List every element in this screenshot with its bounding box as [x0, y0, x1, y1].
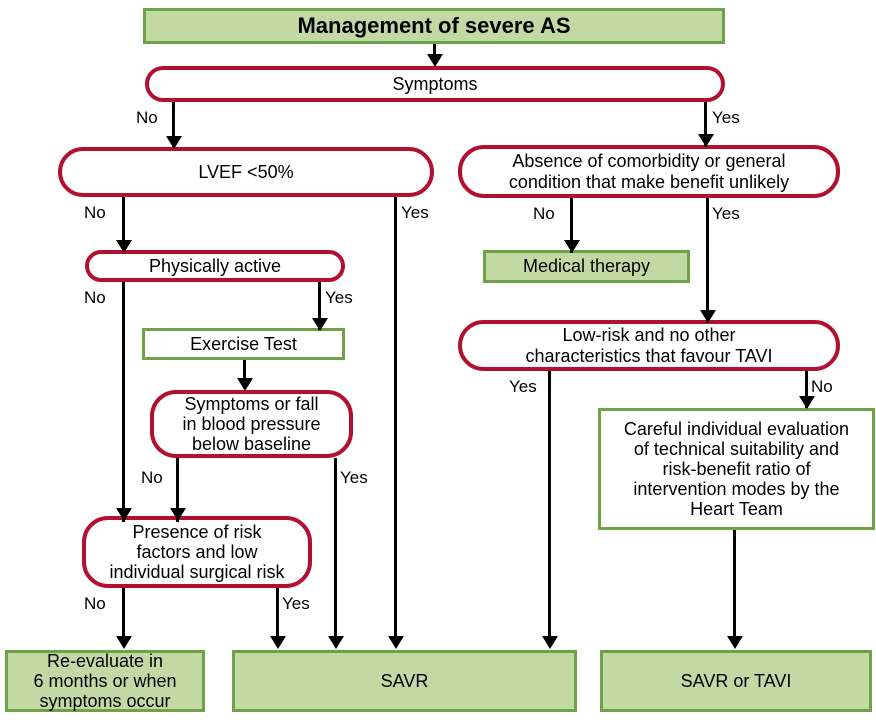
node-symptoms: Symptoms [145, 66, 725, 102]
arrowhead-low-risk-no [799, 396, 815, 409]
arrowhead-presence-yes [270, 636, 286, 649]
edge-label-absence-no: No [533, 204, 555, 223]
node-medical-therapy: Medical therapy [483, 250, 690, 283]
edge-label-symptoms-no: No [136, 108, 158, 127]
edge-label-presence-yes: Yes [282, 594, 310, 613]
arrowhead-symptoms-or-fall-no [170, 508, 186, 521]
node-low-risk-and-no-other-characteristics: Low-risk and no other characteristics th… [458, 320, 840, 371]
arrowhead-lvef-yes [388, 636, 404, 649]
edge-label-low-risk-no: No [811, 377, 833, 396]
edge-presence-no [122, 588, 125, 640]
edge-symptoms-or-fall-yes [334, 458, 337, 640]
node-careful-individual-evaluation: Careful individual evaluation of technic… [598, 408, 875, 530]
node-exercise-test: Exercise Test [142, 328, 345, 360]
node-lvef: LVEF <50% [58, 147, 434, 197]
node-re-evaluate-in-6-months: Re-evaluate in 6 months or when symptoms… [5, 650, 205, 712]
node-presence-of-risk-factors: Presence of risk factors and low individ… [82, 516, 312, 588]
arrowhead-lvef-no [116, 240, 132, 253]
arrowhead-low-risk-yes [542, 636, 558, 649]
edge-label-physically-active-no: No [84, 288, 106, 307]
arrowhead-presence-no [116, 636, 132, 649]
arrowhead-symptoms-or-fall-yes [328, 636, 344, 649]
node-title-management-of-severe-as: Management of severe AS [143, 8, 725, 44]
edge-physically-active-yes [318, 282, 321, 330]
arrowhead-symptoms-yes [698, 134, 714, 147]
edge-absence-no [570, 198, 573, 253]
edge-label-symptoms-or-fall-yes: Yes [340, 468, 368, 487]
edge-lvef-no [122, 197, 125, 252]
edge-symptoms-yes [704, 102, 707, 147]
node-symptoms-or-fall-in-blood-pressure: Symptoms or fall in blood pressure below… [150, 390, 353, 458]
arrowhead-physically-active-no [116, 508, 132, 521]
node-savr-or-tavi: SAVR or TAVI [600, 650, 872, 712]
arrowhead-exercise-test [237, 378, 253, 391]
edge-symptoms-or-fall-no [176, 458, 179, 522]
edge-title-to-symptoms [433, 44, 436, 56]
arrowhead-absence-no [564, 240, 580, 253]
edge-label-symptoms-yes: Yes [712, 108, 740, 127]
edge-presence-yes [276, 588, 279, 640]
arrowhead-symptoms-no [166, 136, 182, 149]
node-savr: SAVR [232, 650, 577, 712]
edge-label-lvef-no: No [84, 203, 106, 222]
edge-label-absence-yes: Yes [712, 204, 740, 223]
edge-low-risk-yes [548, 371, 551, 640]
arrowhead-physically-active-yes [312, 318, 328, 331]
edge-label-low-risk-yes: Yes [509, 377, 537, 396]
edge-symptoms-no [172, 102, 175, 147]
edge-lvef-yes [394, 197, 397, 640]
edge-exercise-test-to-symptoms-or-fall [243, 360, 246, 386]
edge-low-risk-no [805, 371, 808, 408]
edge-label-symptoms-or-fall-no: No [141, 468, 163, 487]
edge-physically-active-no [122, 282, 125, 522]
arrowhead-absence-yes [700, 310, 716, 323]
arrowhead-careful-evaluation [727, 636, 743, 649]
node-absence-of-comorbidity: Absence of comorbidity or general condit… [458, 145, 840, 198]
edge-careful-evaluation-to-savr-or-tavi [733, 530, 736, 640]
edge-absence-yes [706, 198, 709, 323]
edge-label-presence-no: No [84, 594, 106, 613]
edge-label-physically-active-yes: Yes [325, 288, 353, 307]
edge-label-lvef-yes: Yes [401, 203, 429, 222]
node-physically-active: Physically active [85, 250, 345, 282]
arrowhead-title-to-symptoms [427, 54, 443, 67]
